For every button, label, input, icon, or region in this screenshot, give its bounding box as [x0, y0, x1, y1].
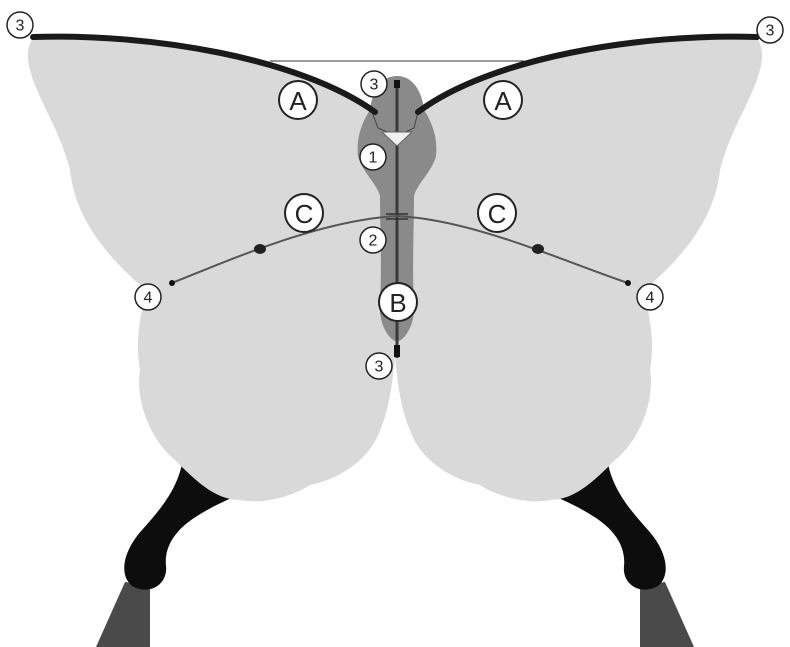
callout-spar-A-right: A [484, 81, 522, 119]
svg-text:3: 3 [370, 77, 379, 94]
svg-text:C: C [488, 199, 507, 229]
right-spar-end [625, 280, 631, 286]
svg-text:2: 2 [369, 233, 378, 250]
left-wing [28, 38, 395, 502]
svg-text:3: 3 [16, 18, 25, 35]
spine-top-cap [394, 80, 400, 88]
callout-top-center-3: 3 [361, 71, 387, 97]
svg-text:4: 4 [144, 290, 153, 307]
left-spar-end [169, 280, 175, 286]
callout-right-4: 4 [637, 284, 663, 310]
callout-spine-B: B [379, 283, 417, 321]
svg-text:C: C [295, 199, 314, 229]
callout-bottom-center-3: 3 [366, 353, 392, 379]
right-wing [395, 38, 762, 502]
right-spar-joint [532, 244, 544, 254]
svg-text:3: 3 [375, 359, 384, 376]
svg-text:A: A [289, 86, 307, 116]
callout-cross-C-left: C [285, 194, 323, 232]
svg-text:4: 4 [646, 290, 655, 307]
callout-spar-A-left: A [279, 81, 317, 119]
left-spar-joint [254, 244, 266, 254]
callout-top-left-3: 3 [7, 12, 33, 38]
spine-bottom-cap [394, 345, 400, 357]
callout-top-right-3: 3 [757, 17, 783, 43]
callout-center-1: 1 [360, 144, 386, 170]
left-tail-streamer [96, 582, 150, 647]
svg-text:3: 3 [766, 23, 775, 40]
callout-center-2: 2 [360, 227, 386, 253]
svg-text:1: 1 [369, 150, 378, 167]
right-tail-streamer [640, 582, 694, 647]
svg-text:B: B [389, 288, 406, 318]
callout-left-4: 4 [135, 284, 161, 310]
svg-text:A: A [494, 86, 512, 116]
callout-cross-C-right: C [478, 194, 516, 232]
